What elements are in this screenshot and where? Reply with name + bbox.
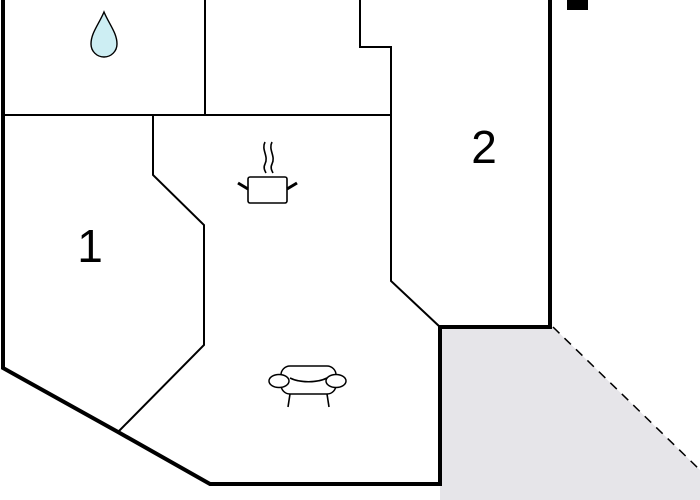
room-2-wall — [359, 0, 441, 328]
sofa-icon — [268, 365, 347, 408]
room-label-1: 1 — [77, 220, 103, 272]
room-label-2: 2 — [471, 121, 497, 173]
terrace-dashed-edge — [552, 326, 700, 471]
cooking-pot-icon — [237, 141, 298, 204]
exterior-wall-left — [0, 0, 552, 486]
wall-end-marker — [567, 0, 588, 10]
terrace-area — [440, 327, 700, 500]
water-drop-icon — [90, 10, 118, 58]
room-1-wall — [117, 115, 205, 433]
